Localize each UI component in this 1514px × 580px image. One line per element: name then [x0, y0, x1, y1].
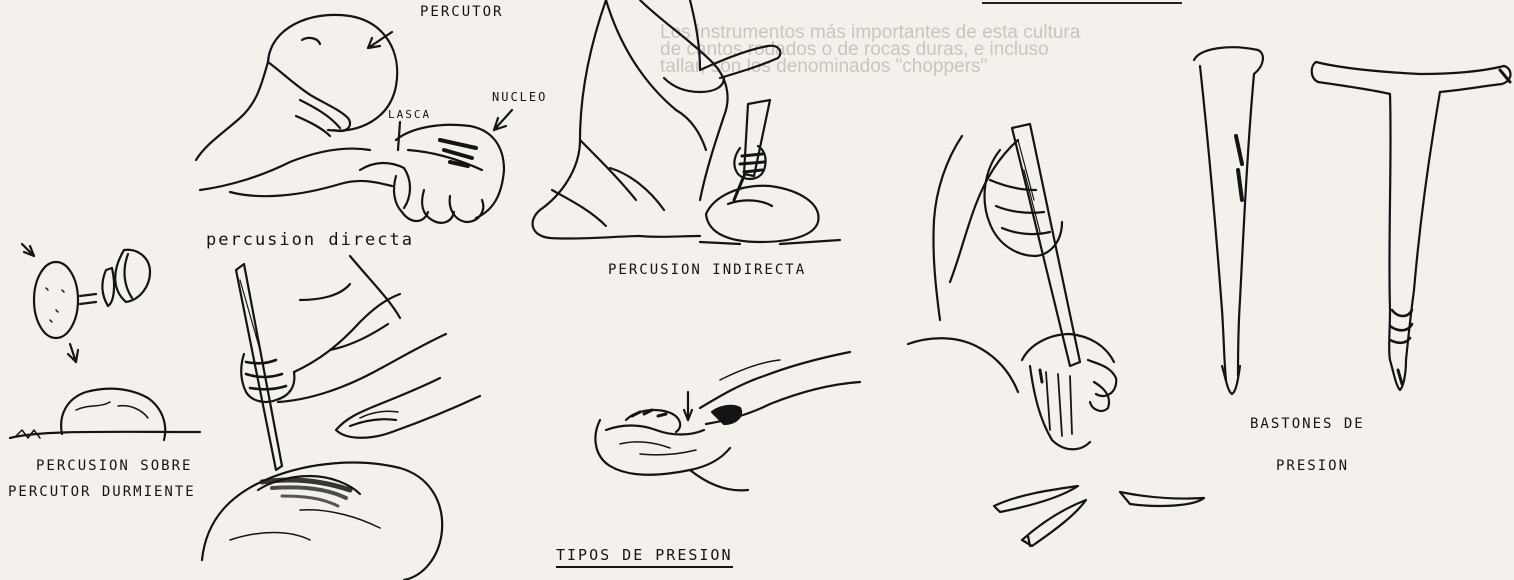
- label-lasca: LASCA: [388, 108, 431, 121]
- label-percusion-directa: percusion directa: [206, 230, 414, 250]
- direct-percussion-drawing: [196, 15, 512, 223]
- label-percutor: PERCUTOR: [420, 4, 503, 20]
- label-presion: PRESION: [1276, 458, 1349, 474]
- label-nucleo: NUCLEO: [492, 90, 547, 104]
- pressure-batons-drawing: [1194, 47, 1511, 394]
- indirect-percussion-drawing: [533, 0, 840, 244]
- label-percutor-durmiente: PERCUTOR DURMIENTE: [8, 484, 196, 500]
- label-percusion-indirecta: PERCUSION INDIRECTA: [608, 262, 806, 278]
- anvil-percussion-drawing: [10, 244, 200, 440]
- label-percusion-sobre: PERCUSION SOBRE: [36, 458, 192, 474]
- label-tipos-de-presion: TIPOS DE PRESION: [556, 546, 733, 568]
- pressure-knife-on-rock-drawing: [202, 256, 480, 580]
- pressure-types-drawing: [595, 352, 860, 490]
- pressure-flaking-hand-drawing: [908, 124, 1204, 546]
- label-bastones-de: BASTONES DE: [1250, 416, 1365, 432]
